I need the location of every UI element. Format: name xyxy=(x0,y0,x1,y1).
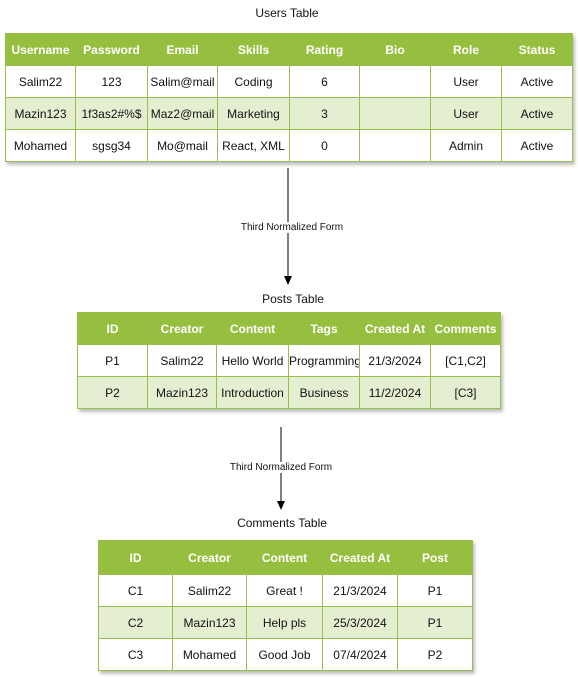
table-cell: 3 xyxy=(289,97,360,130)
table-cell: React, XML xyxy=(217,129,290,162)
table-cell: Salim22 xyxy=(147,344,217,377)
table-cell: Maz2@mail xyxy=(147,97,218,130)
table-cell: Programming xyxy=(288,344,360,377)
table-cell: [C1,C2] xyxy=(430,344,501,377)
table-cell: Hello World xyxy=(216,344,289,377)
column-header: Comments xyxy=(430,312,501,345)
table-cell: P1 xyxy=(77,344,148,377)
table-cell: P2 xyxy=(397,638,473,671)
table-cell: Salim22 xyxy=(172,574,247,607)
table-cell: sgsg34 xyxy=(75,129,148,162)
table-cell: User xyxy=(430,97,502,130)
column-header: ID xyxy=(98,540,173,575)
table-cell: Mo@mail xyxy=(147,129,218,162)
table-cell: C1 xyxy=(98,574,173,607)
table-cell: 1f3as2#%$ xyxy=(75,97,148,130)
table-cell: Active xyxy=(501,65,573,98)
table-cell: Great ! xyxy=(246,574,323,607)
column-header: Creator xyxy=(172,540,247,575)
table-cell: 21/3/2024 xyxy=(322,574,398,607)
table-cell: Marketing xyxy=(217,97,290,130)
table-cell: 11/2/2024 xyxy=(359,376,431,409)
table-cell: P1 xyxy=(397,606,473,639)
posts-table-title: Posts Table xyxy=(262,292,324,306)
column-header: Email xyxy=(147,33,218,66)
users-table-title: Users Table xyxy=(255,6,319,20)
table-cell: [C3] xyxy=(430,376,501,409)
table-cell: Help pls xyxy=(246,606,323,639)
table-cell: C3 xyxy=(98,638,173,671)
column-header: Username xyxy=(5,33,76,66)
table-cell: 07/4/2024 xyxy=(322,638,398,671)
column-header: Post xyxy=(397,540,473,575)
table-cell: Active xyxy=(501,129,573,162)
column-header: Created At xyxy=(359,312,431,345)
table-cell: 123 xyxy=(75,65,148,98)
table-cell: User xyxy=(430,65,502,98)
table-cell: P2 xyxy=(77,376,148,409)
column-header: Rating xyxy=(289,33,360,66)
column-header: ID xyxy=(77,312,148,345)
column-header: Bio xyxy=(359,33,431,66)
column-header: Created At xyxy=(322,540,398,575)
arrow-label-2: Third Normalized Form xyxy=(228,462,334,473)
table-cell: 21/3/2024 xyxy=(359,344,431,377)
table-cell: P1 xyxy=(397,574,473,607)
column-header: Password xyxy=(75,33,148,66)
column-header: Status xyxy=(501,33,573,66)
comments-table-title: Comments Table xyxy=(237,516,327,530)
column-header: Creator xyxy=(147,312,217,345)
table-cell xyxy=(359,129,431,162)
table-cell: Good Job xyxy=(246,638,323,671)
table-cell: Admin xyxy=(430,129,502,162)
table-cell xyxy=(359,65,431,98)
column-header: Content xyxy=(246,540,323,575)
table-cell: Coding xyxy=(217,65,290,98)
column-header: Content xyxy=(216,312,289,345)
column-header: Skills xyxy=(217,33,290,66)
table-cell: Salim22 xyxy=(5,65,76,98)
table-cell: Mohamed xyxy=(5,129,76,162)
column-header: Role xyxy=(430,33,502,66)
table-cell: Business xyxy=(288,376,360,409)
table-cell: C2 xyxy=(98,606,173,639)
arrow-label-1: Third Normalized Form xyxy=(239,222,345,233)
table-cell: Mohamed xyxy=(172,638,247,671)
table-cell xyxy=(359,97,431,130)
table-cell: Mazin123 xyxy=(147,376,217,409)
column-header: Tags xyxy=(288,312,360,345)
table-cell: 25/3/2024 xyxy=(322,606,398,639)
table-cell: Active xyxy=(501,97,573,130)
table-cell: Salim@mail xyxy=(147,65,218,98)
table-cell: Introduction xyxy=(216,376,289,409)
table-cell: 6 xyxy=(289,65,360,98)
table-cell: 0 xyxy=(289,129,360,162)
table-cell: Mazin123 xyxy=(5,97,76,130)
table-cell: Mazin123 xyxy=(172,606,247,639)
